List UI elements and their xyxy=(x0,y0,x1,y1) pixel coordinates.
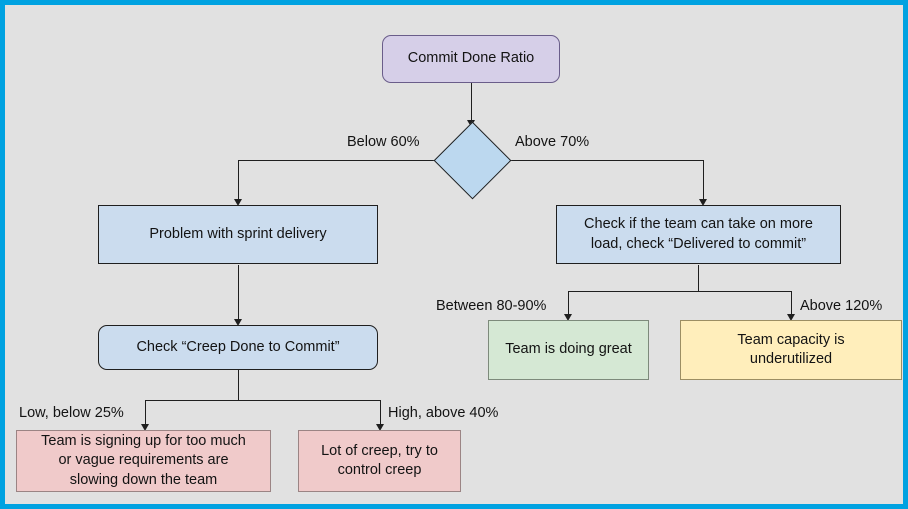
node-lot-of-creep-line2: control creep xyxy=(337,462,422,478)
edge-label-above-120: Above 120% xyxy=(800,298,883,314)
connector-more-load-stem xyxy=(698,265,700,291)
node-problem-with-sprint-delivery[interactable]: Problem with sprint delivery xyxy=(98,205,378,264)
node-team-capacity-underutilized[interactable]: Team capacity is underutilized xyxy=(680,320,902,380)
node-check-more-load-line1: Check if the team can take on more xyxy=(584,216,813,233)
node-signing-up-line3: slowing down the team xyxy=(69,471,218,488)
node-check-if-team-can-take-more-load[interactable]: Check if the team can take on more load,… xyxy=(556,205,841,264)
connector-check-creep-split-bar xyxy=(145,400,381,402)
connector-check-creep-stem xyxy=(238,370,240,400)
node-signing-up-line2: or vague requirements are xyxy=(58,452,229,469)
node-team-is-signing-up[interactable]: Team is signing up for too much or vague… xyxy=(16,430,271,492)
node-lot-of-creep-text: Lot of creep, try to control creep xyxy=(321,442,438,480)
node-team-is-doing-great-label: Team is doing great xyxy=(505,341,632,358)
arrow-to-check-creep xyxy=(234,319,242,326)
connector-more-load-right-drop xyxy=(791,291,793,318)
node-underutilized-text: Team capacity is underutilized xyxy=(737,331,844,369)
node-check-more-load-line2: load, check “Delivered to commit” xyxy=(590,235,807,252)
edge-label-high-above-40: High, above 40% xyxy=(388,405,499,421)
arrow-to-signing-up xyxy=(141,424,149,431)
node-underutilized-line2: underutilized xyxy=(749,351,833,367)
node-lot-of-creep-line1: Lot of creep, try to xyxy=(321,442,438,459)
node-check-more-load-text: Check if the team can take on more load,… xyxy=(584,215,813,253)
connector-problem-to-check-creep xyxy=(238,265,240,323)
node-lot-of-creep[interactable]: Lot of creep, try to control creep xyxy=(298,430,461,492)
node-decision-diamond[interactable] xyxy=(433,121,512,200)
edge-label-low-below-25: Low, below 25% xyxy=(19,405,124,421)
node-commit-done-ratio-label: Commit Done Ratio xyxy=(407,50,535,67)
edge-label-between-80-90: Between 80-90% xyxy=(436,298,547,314)
connector-more-load-split-bar xyxy=(568,291,792,293)
edge-label-below-60: Below 60% xyxy=(347,134,420,150)
connector-creep-right-drop xyxy=(380,400,382,428)
node-check-creep-label: Check “Creep Done to Commit” xyxy=(136,338,340,355)
node-commit-done-ratio[interactable]: Commit Done Ratio xyxy=(382,35,560,83)
node-underutilized-line1: Team capacity is xyxy=(737,331,845,348)
arrow-to-underutilized xyxy=(787,314,795,321)
arrow-to-check-more-load xyxy=(699,199,707,206)
node-problem-with-sprint-delivery-label: Problem with sprint delivery xyxy=(149,225,327,242)
edge-label-above-70: Above 70% xyxy=(515,134,590,150)
connector-root-to-decision xyxy=(471,82,473,122)
arrow-to-problem-sprint xyxy=(234,199,242,206)
node-signing-up-line1: Team is signing up for too much xyxy=(41,433,246,450)
node-check-creep-done-to-commit[interactable]: Check “Creep Done to Commit” xyxy=(98,325,378,370)
connector-decision-left-drop xyxy=(238,160,240,204)
node-team-is-doing-great[interactable]: Team is doing great xyxy=(488,320,649,380)
connector-more-load-left-drop xyxy=(568,291,570,318)
arrow-to-lot-of-creep xyxy=(376,424,384,431)
connector-decision-right-drop xyxy=(703,160,705,204)
connector-creep-left-drop xyxy=(145,400,147,428)
arrow-to-doing-great xyxy=(564,314,572,321)
node-signing-up-text: Team is signing up for too much or vague… xyxy=(41,432,246,489)
